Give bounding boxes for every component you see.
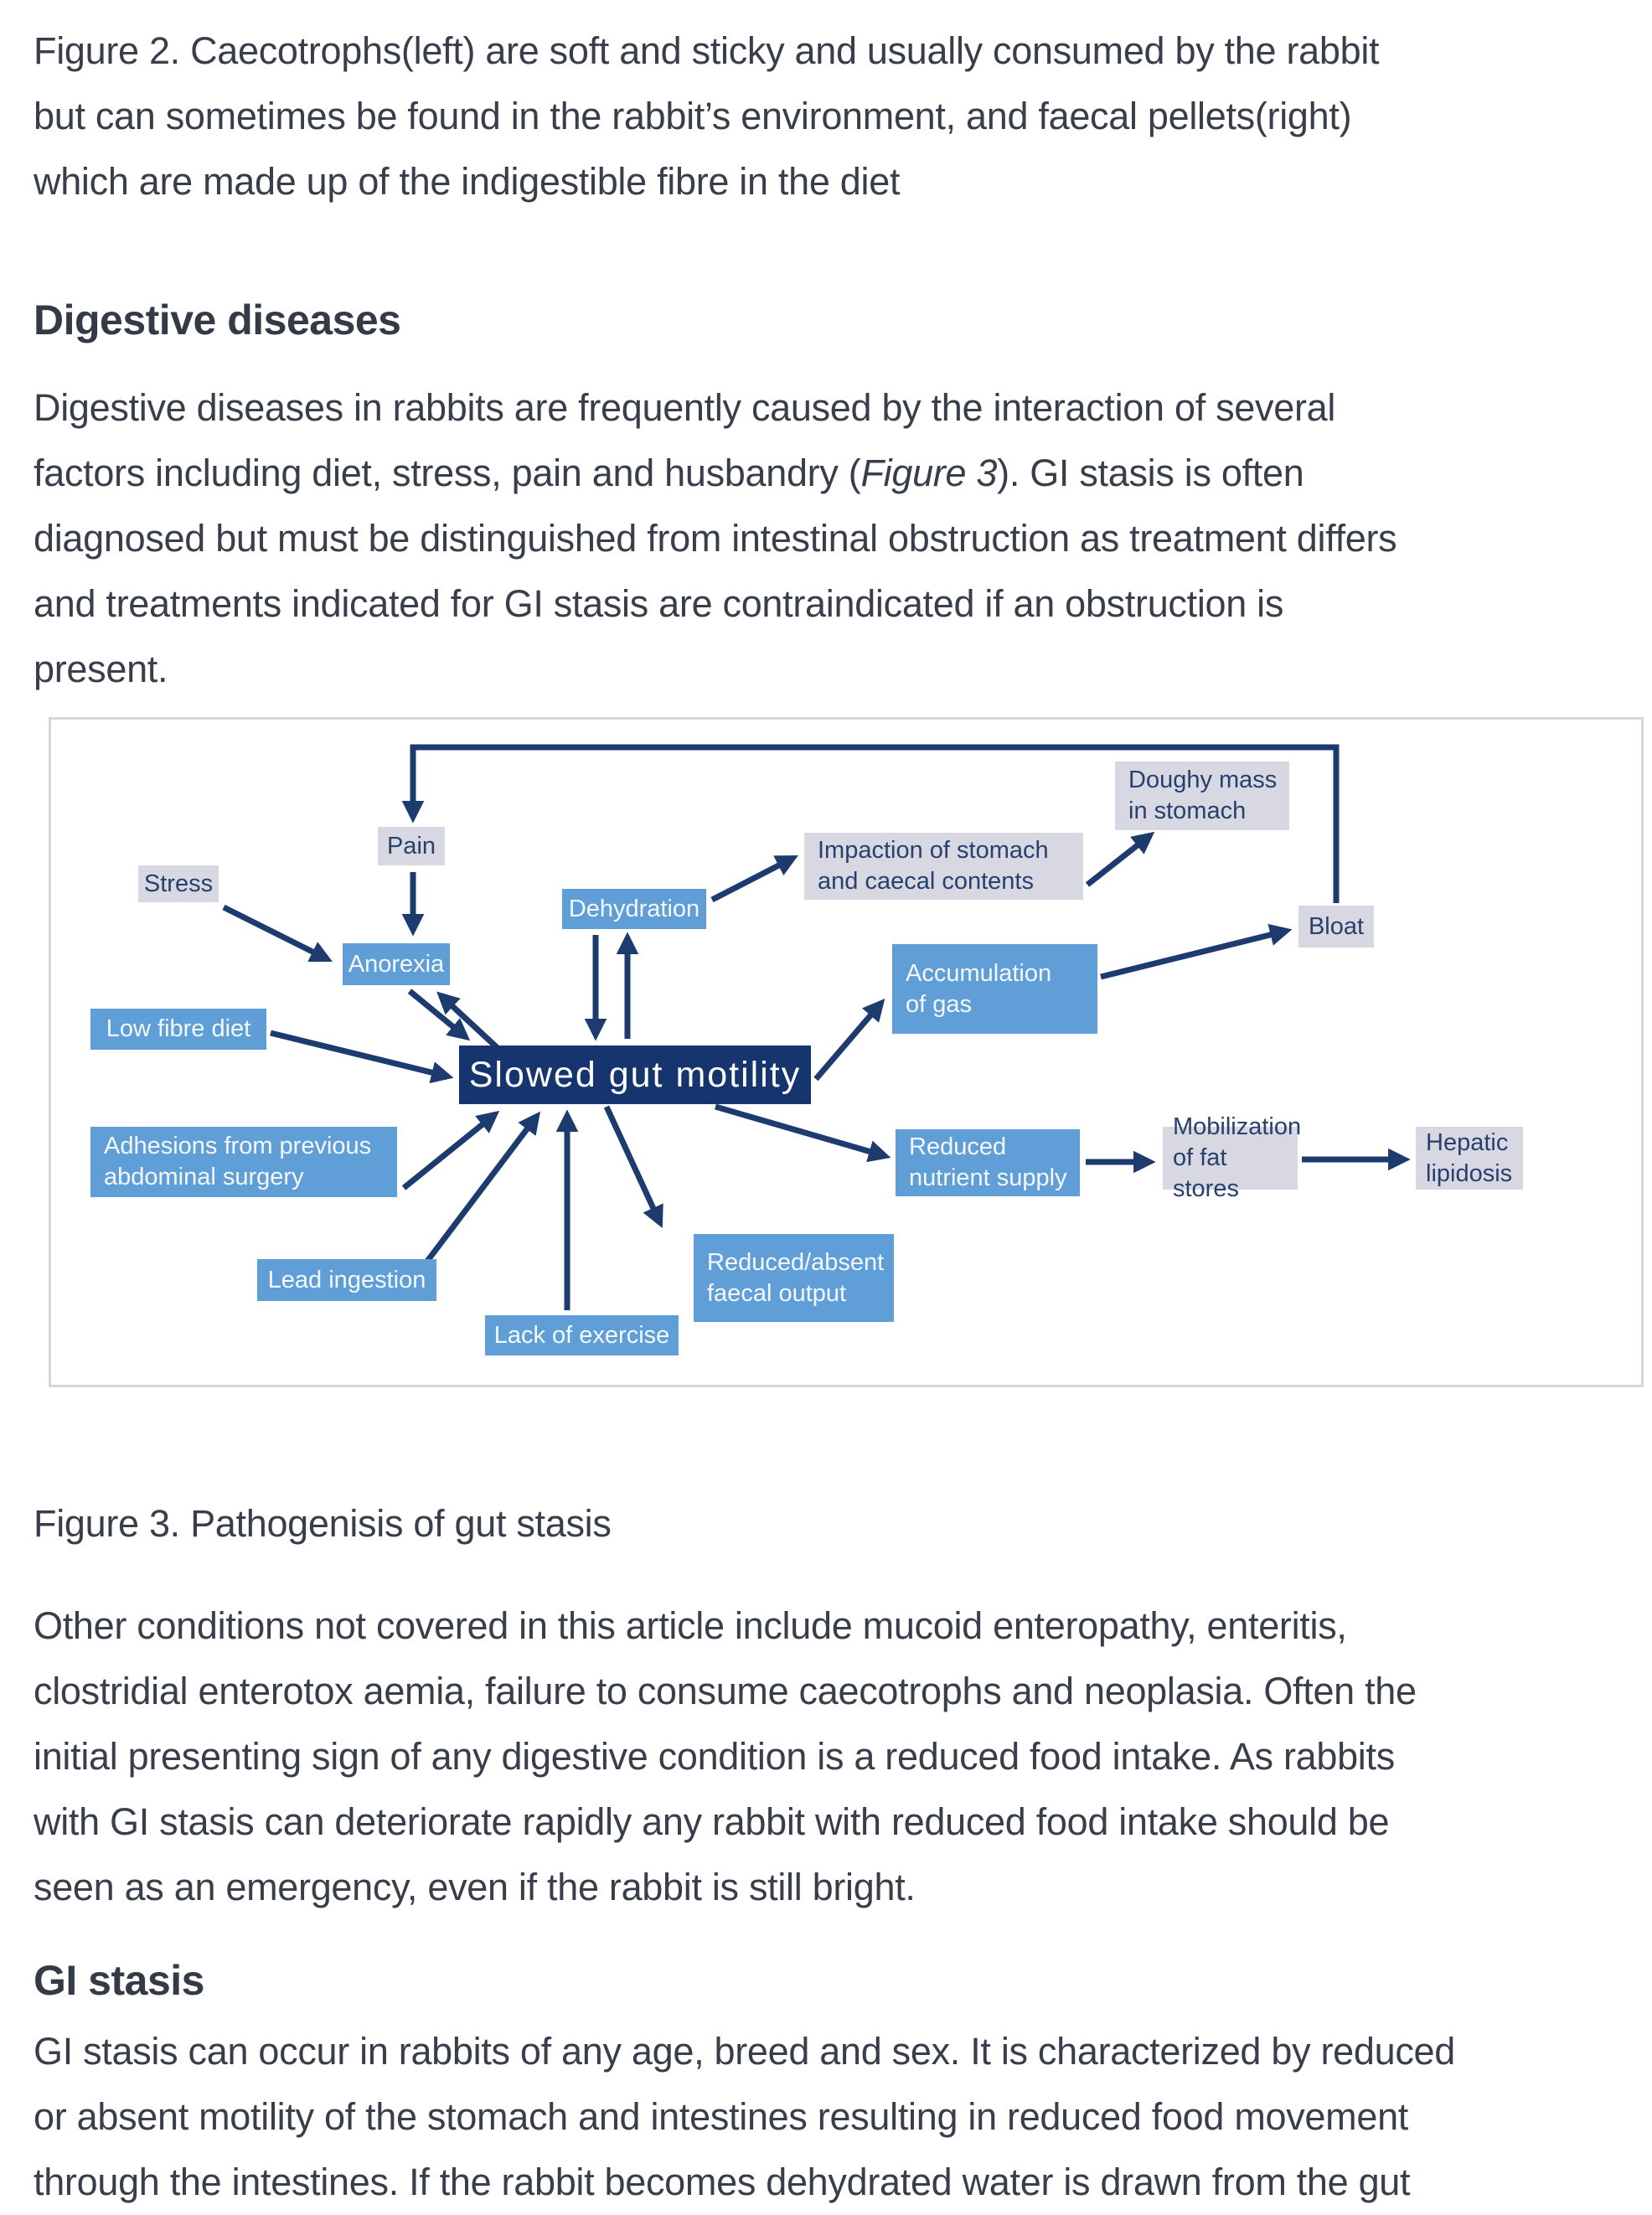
arrow-lowfibre-to-slowed — [270, 1030, 454, 1084]
box-stress: Stress — [138, 865, 219, 902]
heading-gi-stasis: GI stasis — [34, 1957, 204, 2004]
arrow-slowed-to-reduced-nutrient — [715, 1103, 891, 1163]
figure2-caption-line: Figure 2. Caecotrophs(left) are soft and… — [34, 29, 1380, 72]
box-anorexia: Anorexia — [343, 943, 450, 985]
paragraph-line: Other conditions not covered in this art… — [34, 1604, 1347, 1647]
box-label: Accumulation — [906, 959, 1052, 987]
box-label: faecal output — [707, 1279, 847, 1307]
box-label: Lead ingestion — [267, 1266, 426, 1293]
line-text: factors including diet, stress, pain and… — [34, 452, 861, 494]
paragraph-line: factors including diet, stress, pain and… — [34, 441, 1618, 506]
figure2-caption-line: which are made up of the indigestible fi… — [34, 160, 901, 203]
line-text: ). GI stasis is often — [997, 452, 1304, 494]
figure3-reference: Figure 3 — [860, 452, 998, 494]
box-lead-ingestion: Lead ingestion — [257, 1259, 436, 1301]
box-label: and caecal contents — [818, 868, 1034, 895]
paragraph-line: initial presenting sign of any digestive… — [34, 1735, 1395, 1778]
arrow-accumulation-to-bloat — [1100, 923, 1293, 980]
box-label: Mobilization — [1173, 1113, 1302, 1140]
paragraph-line: seen as an emergency, even if the rabbit… — [34, 1866, 916, 1908]
box-label: Impaction of stomach — [818, 837, 1049, 864]
arrow-slowed-to-anorexia — [436, 991, 501, 1051]
heading-digestive-diseases: Digestive diseases — [34, 297, 401, 343]
box-hepatic-lipidosis: Hepatic lipidosis — [1416, 1127, 1523, 1190]
arrow-adhesions-to-slowed — [401, 1110, 500, 1190]
figure3-caption-line: Figure 3. Pathogenisis of gut stasis — [34, 1502, 612, 1545]
arrow-impaction-to-doughy — [1085, 831, 1155, 887]
paragraph-digestive-diseases: Digestive diseases in rabbits are freque… — [34, 375, 1618, 702]
box-bloat: Bloat — [1298, 906, 1374, 947]
arrow-dehydration-to-impaction — [710, 855, 798, 903]
box-label: Low fibre diet — [106, 1015, 251, 1042]
arrow-stress-to-anorexia — [222, 904, 333, 963]
box-label: Slowed gut motility — [468, 1054, 802, 1095]
box-reduced-absent-faecal-output: Reduced/absent faecal output — [694, 1234, 894, 1322]
box-label: of fat stores — [1173, 1144, 1239, 1202]
paragraph-line: through the intestines. If the rabbit be… — [34, 2161, 1411, 2203]
box-doughy-mass: Doughy mass in stomach — [1115, 762, 1289, 830]
paragraph-line: GI stasis can occur in rabbits of any ag… — [34, 2030, 1456, 2073]
paragraph-line: clostridial enterotox aemia, failure to … — [34, 1670, 1417, 1712]
box-label: Dehydration — [568, 895, 700, 922]
arrow-bloat-to-pain-loop — [401, 744, 1340, 903]
diagram-arrows — [222, 744, 1411, 1310]
box-label: Stress — [143, 870, 214, 897]
box-label: lipidosis — [1426, 1159, 1513, 1187]
paragraph-other-conditions: Other conditions not covered in this art… — [34, 1593, 1618, 1920]
box-label: Hepatic — [1426, 1128, 1509, 1156]
box-label: Doughy mass — [1128, 767, 1278, 793]
box-dehydration: Dehydration — [562, 889, 706, 929]
box-reduced-nutrient-supply: Reduced nutrient supply — [896, 1129, 1080, 1196]
box-label: of gas — [906, 990, 972, 1018]
paragraph-gi-stasis: GI stasis can occur in rabbits of any ag… — [34, 2019, 1618, 2215]
box-mobilization-of-fat-stores: Mobilization of fat stores — [1163, 1113, 1301, 1202]
box-lack-of-exercise: Lack of exercise — [485, 1315, 679, 1355]
box-adhesions: Adhesions from previous abdominal surger… — [90, 1127, 397, 1197]
arrow-slowed-to-reduced-faecal — [603, 1105, 663, 1229]
box-label: Pain — [386, 832, 436, 860]
box-label: Lack of exercise — [493, 1321, 670, 1349]
box-accumulation-of-gas: Accumulation of gas — [892, 944, 1097, 1034]
box-impaction-of-stomach: Impaction of stomach and caecal contents — [804, 833, 1083, 900]
box-slowed-gut-motility: Slowed gut motility — [459, 1046, 811, 1104]
figure2-caption: Figure 2. Caecotrophs(left) are soft and… — [34, 18, 1618, 214]
figure3-caption: Figure 3. Pathogenisis of gut stasis — [34, 1491, 1618, 1557]
box-label: Reduced/absent — [707, 1248, 885, 1276]
box-label: abdominal surgery — [104, 1164, 304, 1190]
paragraph-line: and treatments indicated for GI stasis a… — [34, 582, 1284, 625]
arrow-lead-to-slowed — [423, 1111, 541, 1266]
box-label: Anorexia — [348, 950, 445, 978]
paragraph-line: or absent motility of the stomach and in… — [34, 2095, 1409, 2138]
box-label: Reduced — [909, 1133, 1007, 1160]
box-label: nutrient supply — [909, 1164, 1067, 1191]
box-low-fibre-diet: Low fibre diet — [90, 1009, 266, 1050]
paragraph-line: with GI stasis can deteriorate rapidly a… — [34, 1800, 1390, 1843]
box-label: Bloat — [1308, 912, 1365, 940]
box-label: in stomach — [1128, 798, 1247, 824]
paragraph-line: present. — [34, 648, 168, 690]
box-pain: Pain — [378, 827, 445, 865]
figure3-diagram-panel: Stress Pain Dehydration Impaction of sto… — [49, 717, 1644, 1387]
figure2-caption-line: but can sometimes be found in the rabbit… — [34, 95, 1352, 137]
box-label: Adhesions from previous — [104, 1133, 372, 1159]
arrow-slowed-to-accumulation — [813, 998, 885, 1082]
paragraph-line: Digestive diseases in rabbits are freque… — [34, 386, 1336, 429]
paragraph-line: diagnosed but must be distinguished from… — [34, 517, 1397, 560]
